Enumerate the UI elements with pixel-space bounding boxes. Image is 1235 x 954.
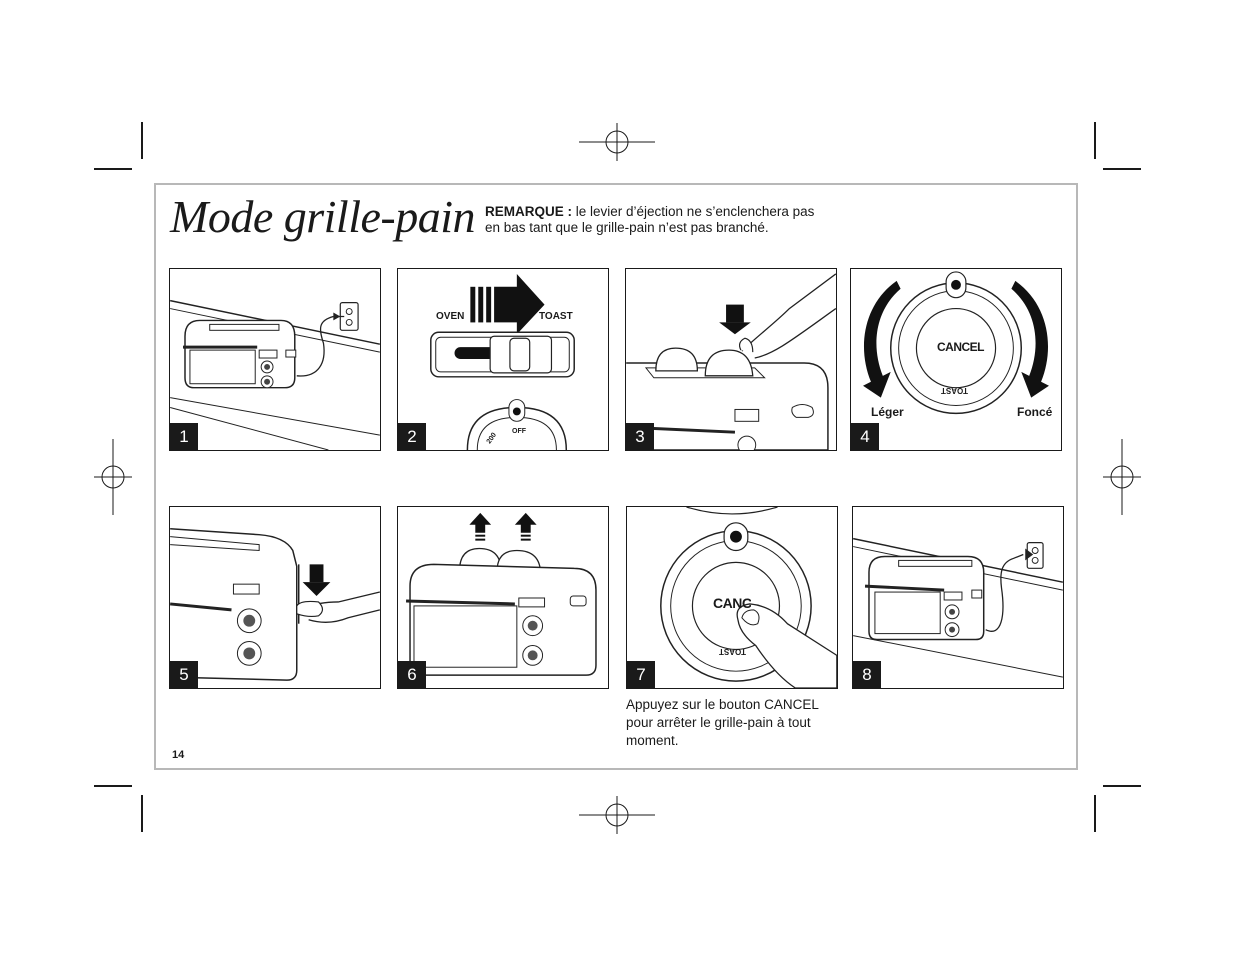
step-5-panel: 5 <box>169 506 381 689</box>
note-text: le levier d’éjection ne s’enclenchera pa… <box>485 204 815 235</box>
toaster-unplugging-illustration <box>853 537 1063 678</box>
step-number: 7 <box>627 661 655 688</box>
crop-mark <box>141 122 143 159</box>
step-4-panel: CANCEL TOAST Léger Foncé 4 <box>850 268 1062 451</box>
page-frame <box>154 183 1078 770</box>
crop-mark <box>1094 122 1096 159</box>
page-number: 14 <box>172 749 185 761</box>
step-number: 1 <box>170 423 198 450</box>
step-7-panel: CANCEL TOAST 7 <box>626 506 838 689</box>
pressing-lever-illustration <box>170 528 380 681</box>
crop-mark <box>1103 168 1141 170</box>
note: REMARQUE : le levier d’éjection ne s’enc… <box>485 204 825 236</box>
switch-label-oven: OVEN <box>436 311 465 322</box>
step-number: 4 <box>851 423 879 450</box>
cancel-button-press-illustration <box>660 507 837 688</box>
crop-mark <box>141 795 143 832</box>
step-number: 8 <box>853 661 881 688</box>
toast-popping-up-illustration <box>406 512 597 676</box>
step-number: 2 <box>398 423 426 450</box>
page-title: Mode grille-pain <box>170 191 476 242</box>
step-1-panel: 1 <box>169 268 381 451</box>
step-7-caption: Appuyez sur le bouton CANCEL pour arrête… <box>626 697 819 748</box>
registration-mark <box>94 439 132 515</box>
step-number: 6 <box>398 661 426 688</box>
dial-cancel-label: CANCEL <box>713 595 751 611</box>
light-label: Léger <box>871 405 904 419</box>
step-2-panel: OVEN TOAST OFF 200 2 <box>397 268 609 451</box>
dial-cancel-label: CANCEL <box>937 340 985 354</box>
toaster-plugging-illustration <box>170 299 380 450</box>
registration-mark <box>1103 439 1141 515</box>
registration-mark <box>579 123 655 161</box>
crop-mark <box>1103 785 1141 787</box>
crop-mark <box>94 785 132 787</box>
inserting-bread-illustration <box>626 273 836 450</box>
shade-dial-illustration <box>863 271 1049 415</box>
step-number: 5 <box>170 661 198 688</box>
step-3-panel: 3 <box>625 268 837 451</box>
dial-toast-label: TOAST <box>719 647 746 656</box>
step-8-panel: 8 <box>852 506 1064 689</box>
crop-mark <box>94 168 132 170</box>
registration-mark <box>579 796 655 834</box>
dark-label: Foncé <box>1017 405 1053 419</box>
note-label: REMARQUE : <box>485 204 572 219</box>
crop-mark <box>1094 795 1096 832</box>
step-6-panel: 6 <box>397 506 609 689</box>
dial-off-label: OFF <box>512 428 526 435</box>
switch-label-toast: TOAST <box>539 311 573 322</box>
step-number: 3 <box>626 423 654 450</box>
mode-switch-illustration <box>430 273 575 450</box>
dial-toast-label: TOAST <box>941 386 968 395</box>
